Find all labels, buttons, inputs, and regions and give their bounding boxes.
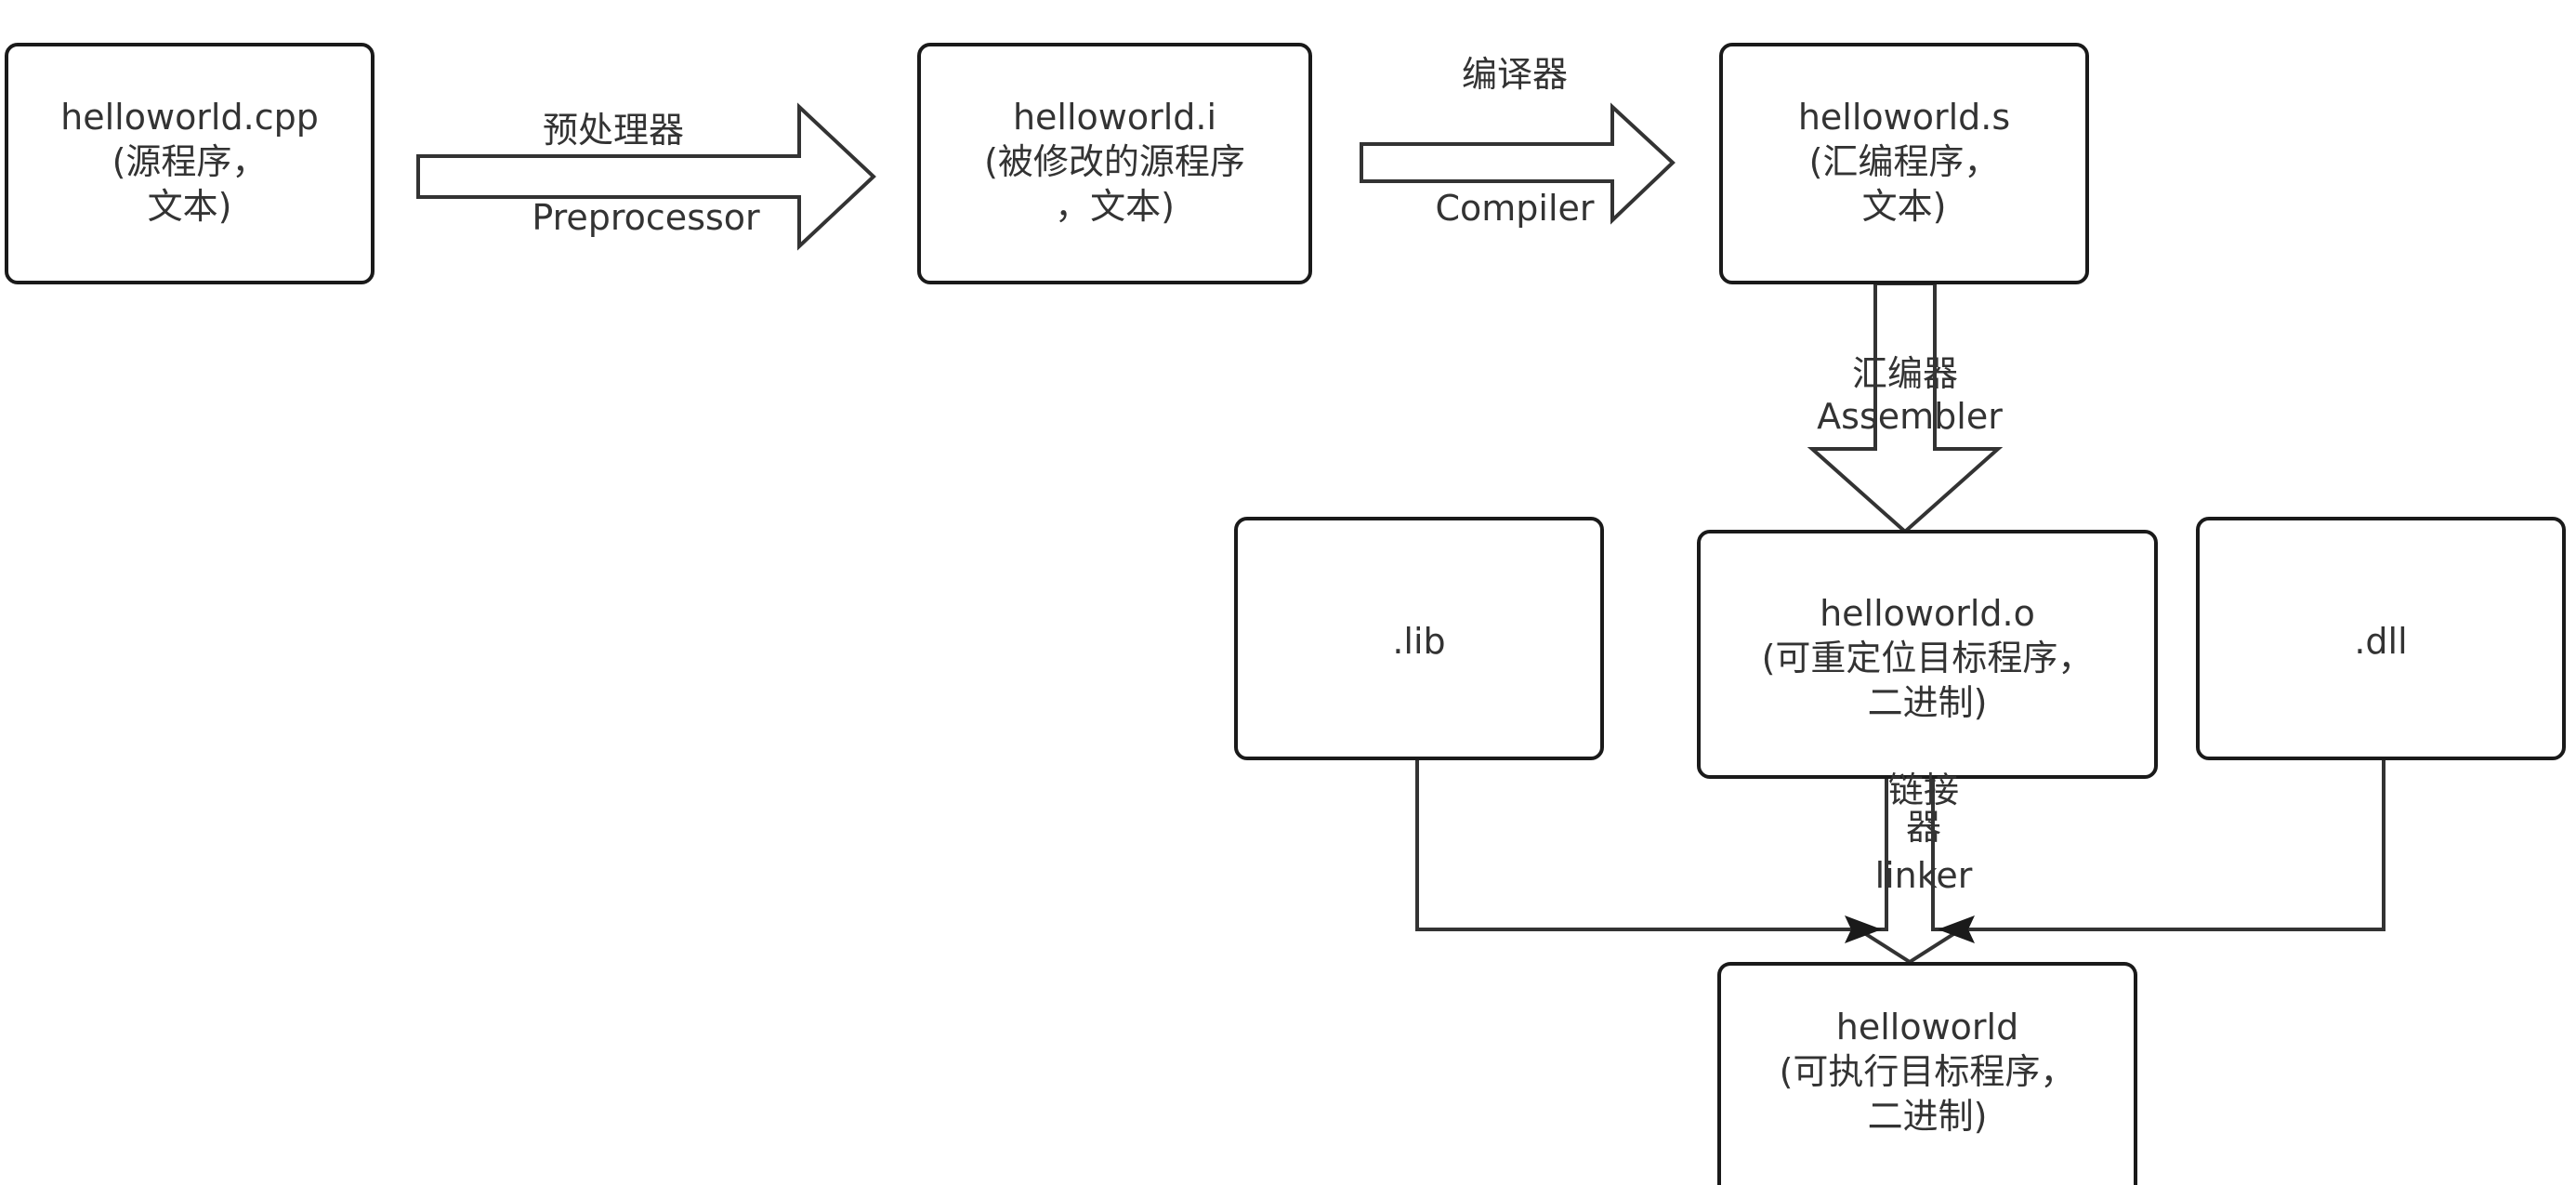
preprocessor-label-en: Preprocessor — [532, 197, 760, 238]
assembler-label-cn: 汇编器 — [1851, 353, 1958, 394]
node-title: helloworld.o — [1820, 593, 2035, 634]
compilation-flow-diagram: helloworld.cpp (源程序， 文本) helloworld.i (被… — [5, 43, 2566, 1185]
diagram-arrows — [416, 102, 2385, 965]
dll-arrowhead — [1938, 915, 1975, 943]
linker-label-en: linker — [1874, 855, 1973, 896]
node-title: helloworld.i — [1012, 97, 1217, 138]
node-desc-line2: ，文本) — [1055, 186, 1175, 227]
linker-label-cn1: 链接 — [1887, 770, 1959, 810]
node-helloworld-i: helloworld.i (被修改的源程序 ，文本) — [917, 43, 1312, 284]
dll-connector — [1961, 757, 2385, 931]
linker-label-cn2: 器 — [1905, 807, 1941, 848]
compiler-label-en: Compiler — [1435, 188, 1595, 229]
node-title: .dll — [2354, 621, 2408, 662]
node-helloworld-exe: helloworld (可执行目标程序， 二进制) — [1717, 962, 2137, 1185]
node-desc-line2: 二进制) — [1867, 1096, 1988, 1137]
node-desc-line2: 文本) — [147, 186, 232, 227]
node-title: helloworld — [1835, 1007, 2019, 1047]
node-desc-line1: (可执行目标程序， — [1779, 1051, 2076, 1092]
lib-arrowhead — [1845, 915, 1882, 943]
node-title: helloworld.s — [1797, 97, 2011, 138]
node-desc-line1: (可重定位目标程序， — [1761, 638, 2094, 678]
node-dll: .dll — [2196, 517, 2566, 760]
node-helloworld-o: helloworld.o (可重定位目标程序， 二进制) — [1697, 530, 2158, 779]
node-helloworld-s: helloworld.s (汇编程序， 文本) — [1719, 43, 2089, 284]
node-title: helloworld.cpp — [60, 97, 319, 138]
compiler-label-cn: 编译器 — [1461, 54, 1568, 95]
compiler-arrow — [1360, 102, 1676, 225]
lib-connector — [1415, 757, 1859, 931]
node-desc-line2: 文本) — [1861, 186, 1947, 227]
node-helloworld-cpp: helloworld.cpp (源程序， 文本) — [5, 43, 375, 284]
node-lib: .lib — [1234, 517, 1604, 760]
node-desc-line1: (源程序， — [112, 141, 268, 182]
assembler-arrow — [1807, 282, 2004, 534]
preprocessor-arrow — [416, 102, 876, 251]
node-desc-line1: (被修改的源程序 — [984, 141, 1245, 182]
node-desc-line2: 二进制) — [1867, 682, 1988, 723]
preprocessor-label-cn: 预处理器 — [542, 110, 684, 151]
node-desc-line1: (汇编程序， — [1808, 141, 2000, 182]
assembler-label-en: Assembler — [1817, 396, 2003, 437]
node-title: .lib — [1392, 621, 1446, 662]
